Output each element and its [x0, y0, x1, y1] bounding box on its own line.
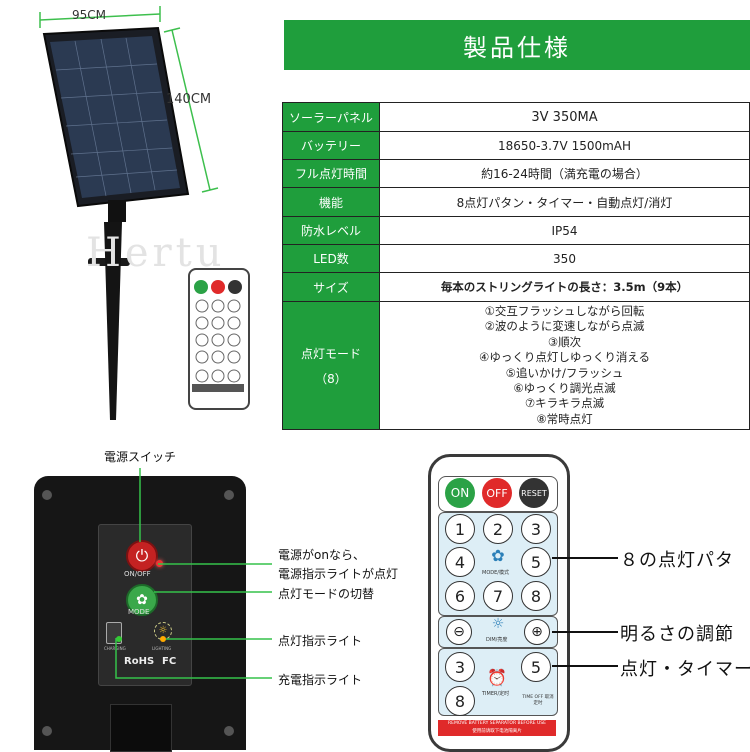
- table-row: サイズ 毎本のストリングライトの長さ：3.5m（9本）: [282, 272, 750, 302]
- mode-switch-label: 点灯モードの切替: [278, 587, 375, 601]
- spec-value: 8点灯パタン・タイマー・自動点灯/消灯: [379, 187, 750, 217]
- height-dimension-label: 140CM: [166, 92, 212, 107]
- light-indicator-light: [160, 636, 166, 642]
- spec-key: 防水レベル: [282, 216, 380, 245]
- remote-mode-icon: ✿: [491, 546, 505, 565]
- modes-list: ①交互フラッシュしながら回転 ②波のように変速しながら点滅 ③順次 ④ゆっくり点…: [379, 301, 750, 430]
- remote-mode-label: MODE/模式: [482, 570, 509, 576]
- remote-off-button: OFF: [482, 478, 512, 508]
- spec-table: ソーラーパネル 3V 350MA バッテリー 18650-3.7V 1500mA…: [282, 102, 750, 430]
- list-item: ④ゆっくり点灯しゆっくり消える: [479, 350, 650, 365]
- remote-timer-off-label: TIME OFF 取消定时: [522, 695, 554, 706]
- spec-key: 機能: [282, 187, 380, 217]
- remote-button-2: 2: [483, 514, 513, 544]
- remote-timer-label: TIMER/定时: [482, 691, 510, 697]
- spec-key-modes: 点灯モード （8）: [282, 301, 380, 430]
- timer-button-3: 3: [445, 652, 475, 682]
- light-indicator-label: 点灯指示ライト: [278, 634, 363, 648]
- spec-value: 毎本のストリングライトの長さ：3.5m（9本）: [379, 272, 750, 302]
- remote-button-3: 3: [521, 514, 551, 544]
- dim-up-icon: ⊕: [524, 619, 550, 645]
- dim-icon: ☼: [491, 616, 505, 632]
- table-row: 機能 8点灯パタン・タイマー・自動点灯/消灯: [282, 187, 750, 217]
- lighting-label: LIGHTING: [152, 646, 172, 651]
- remote-footer: REMOVE BATTERY SEPARATOR BEFORE USE 使用前请…: [438, 720, 556, 736]
- timer-clock-icon: ⏰: [487, 668, 507, 687]
- spec-key: バッテリー: [282, 131, 380, 160]
- table-row: ソーラーパネル 3V 350MA: [282, 102, 750, 132]
- remote-button-6: 6: [445, 581, 475, 611]
- screw-icon: [224, 726, 234, 736]
- spec-value: IP54: [379, 216, 750, 245]
- spec-title: 製品仕様: [284, 20, 750, 70]
- width-dimension-label: 95CM: [72, 8, 107, 22]
- remote-button-4: 4: [445, 547, 475, 577]
- screw-icon: [42, 726, 52, 736]
- list-item: ⑥ゆっくり調光点滅: [513, 380, 616, 395]
- spec-key: サイズ: [282, 272, 380, 302]
- spec-value: 18650-3.7V 1500mAH: [379, 131, 750, 160]
- remote-on-button: ON: [445, 478, 475, 508]
- remote-button-5: 5: [521, 547, 551, 577]
- modes-count-label: （8）: [315, 371, 347, 386]
- table-row: 防水レベル IP54: [282, 216, 750, 245]
- remote-callout-lines-icon: [552, 557, 618, 667]
- small-remote: [188, 268, 250, 410]
- fc-mark: FC: [162, 656, 177, 667]
- remote-button-8: 8: [521, 581, 551, 611]
- spec-value: 350: [379, 244, 750, 273]
- small-remote-off-button: [211, 280, 225, 294]
- screw-icon: [42, 490, 52, 500]
- remote-top-section: [438, 476, 558, 512]
- remote-footer-line-2: 使用前请取下电池隔离片: [472, 729, 522, 734]
- power-indicator-label-2: 電源指示ライトが点灯: [278, 567, 399, 581]
- charge-indicator-label: 充電指示ライト: [278, 673, 363, 687]
- modes-key-label: 点灯モード: [300, 346, 361, 361]
- solar-panel-icon: [39, 6, 219, 420]
- timer-button-5: 5: [521, 652, 551, 682]
- callout-lines-icon: [115, 468, 272, 679]
- remote-reset-button: RESET: [519, 478, 549, 508]
- table-row: バッテリー 18650-3.7V 1500mAH: [282, 131, 750, 160]
- list-item: ①交互フラッシュしながら回転: [484, 303, 645, 318]
- rohs-mark: RoHS: [124, 656, 155, 667]
- power-switch-label: 電源スイッチ: [104, 450, 177, 464]
- list-item: ③順次: [547, 334, 582, 349]
- small-remote-keypad-icon: [192, 299, 244, 392]
- power-button: ⏻: [126, 540, 158, 572]
- dim-down-icon: ⊖: [446, 619, 472, 645]
- power-indicator-label-1: 電源がonなら、: [278, 548, 365, 562]
- onoff-label: ON/OFF: [124, 570, 151, 578]
- brightness-callout: 明るさの調節: [620, 624, 734, 645]
- screw-icon: [224, 490, 234, 500]
- remote-footer-line-1: REMOVE BATTERY SEPARATOR BEFORE USE: [448, 721, 546, 726]
- spec-value: 約16-24時間（満充電の場合）: [379, 159, 750, 188]
- spec-value: 3V 350MA: [379, 102, 750, 132]
- mode-button: ✿: [126, 584, 158, 616]
- timer-callout: 点灯・タイマー: [620, 659, 750, 680]
- small-remote-on-button: [194, 280, 208, 294]
- spec-key: LED数: [282, 244, 380, 273]
- table-row: 点灯モード （8） ①交互フラッシュしながら回転 ②波のように変速しながら点滅 …: [282, 301, 750, 430]
- solar-panel-illustration: [0, 0, 270, 430]
- bottom-latch: [110, 704, 172, 752]
- spec-key: フル点灯時間: [282, 159, 380, 188]
- timer-button-8: 8: [445, 686, 475, 716]
- list-item: ②波のように変速しながら点滅: [484, 319, 645, 334]
- remote-dim-label: DIM/亮度: [486, 637, 508, 643]
- mode-label: MODE: [128, 608, 150, 616]
- charge-indicator-light: [116, 636, 122, 642]
- list-item: ⑤追いかけ/フラッシュ: [505, 365, 624, 380]
- small-remote-reset-button: [228, 280, 242, 294]
- list-item: ⑧常時点灯: [536, 411, 593, 426]
- list-item: ⑦キラキラ点滅: [524, 396, 605, 411]
- spec-key: ソーラーパネル: [282, 102, 380, 132]
- table-row: フル点灯時間 約16-24時間（満充電の場合）: [282, 159, 750, 188]
- remote-button-1: 1: [445, 514, 475, 544]
- charging-label: CHARGING: [104, 646, 126, 651]
- remote-button-7: 7: [483, 581, 513, 611]
- patterns-callout: ８の点灯パタ: [620, 550, 734, 571]
- table-row: LED数 350: [282, 244, 750, 273]
